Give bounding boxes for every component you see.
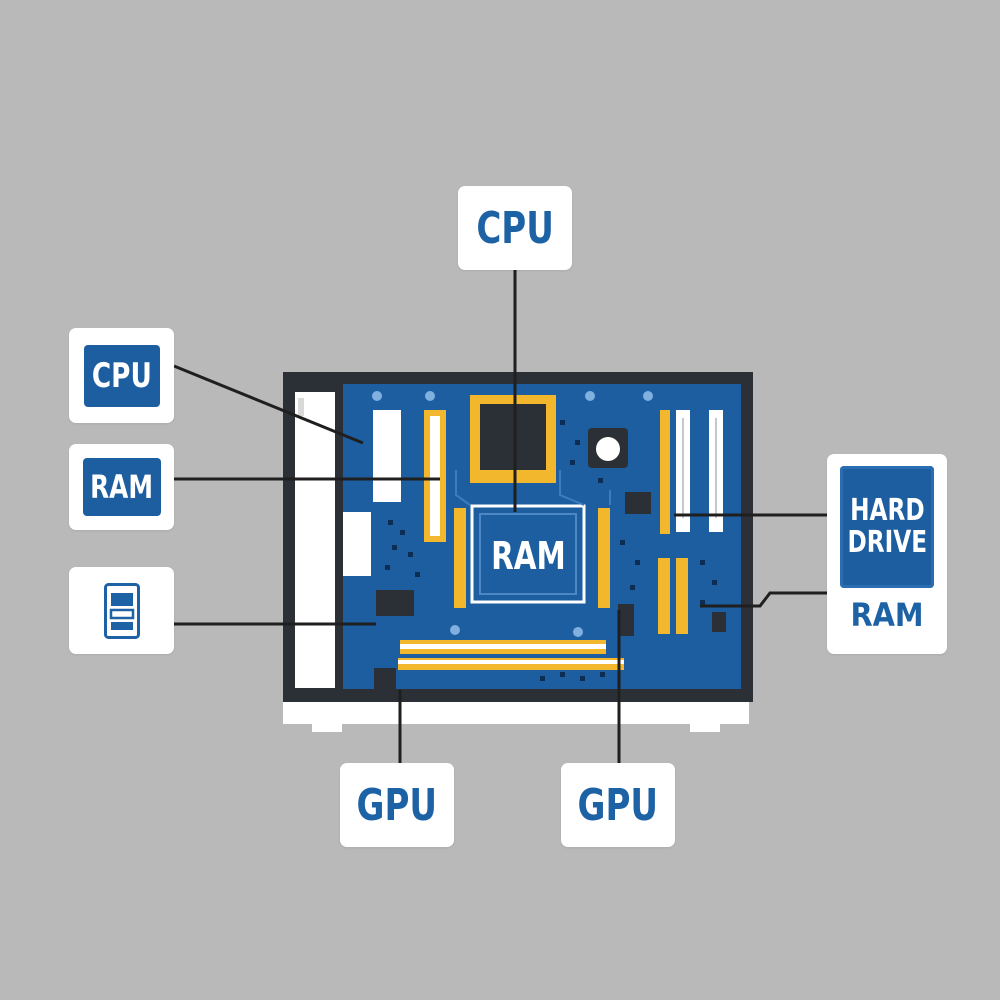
cpu-top-label: CPU [476, 202, 554, 254]
ram-left-callout: RAM [69, 444, 174, 530]
ram-left-badge: RAM [82, 458, 161, 516]
cpu-left-label: CPU [91, 355, 152, 396]
board-ram-label: RAM [482, 514, 574, 598]
motherboard [343, 384, 741, 690]
hard-drive-line1: HARD [849, 493, 925, 528]
hard-drive-sub-label: RAM [850, 596, 924, 634]
gpu-left-callout: GPU [340, 763, 454, 847]
cpu-top-callout: CPU [458, 186, 572, 270]
gpu-right-label: GPU [577, 779, 659, 831]
drive-left-callout [69, 567, 174, 654]
drive-icon [103, 582, 140, 639]
hard-drive-callout: HARD DRIVE RAM [827, 454, 947, 654]
hard-drive-line2: DRIVE [847, 525, 927, 560]
hard-drive-sub: RAM [850, 596, 923, 634]
cpu-left-callout: CPU [69, 328, 174, 423]
leader-lines [173, 270, 827, 763]
ram-left-label: RAM [90, 468, 153, 506]
hard-drive-badge: HARD DRIVE [840, 466, 934, 588]
gpu-right-callout: GPU [561, 763, 675, 847]
board-ram-text: RAM [490, 534, 566, 578]
gpu-left-label: GPU [356, 779, 438, 831]
cpu-left-badge: CPU [83, 344, 160, 407]
